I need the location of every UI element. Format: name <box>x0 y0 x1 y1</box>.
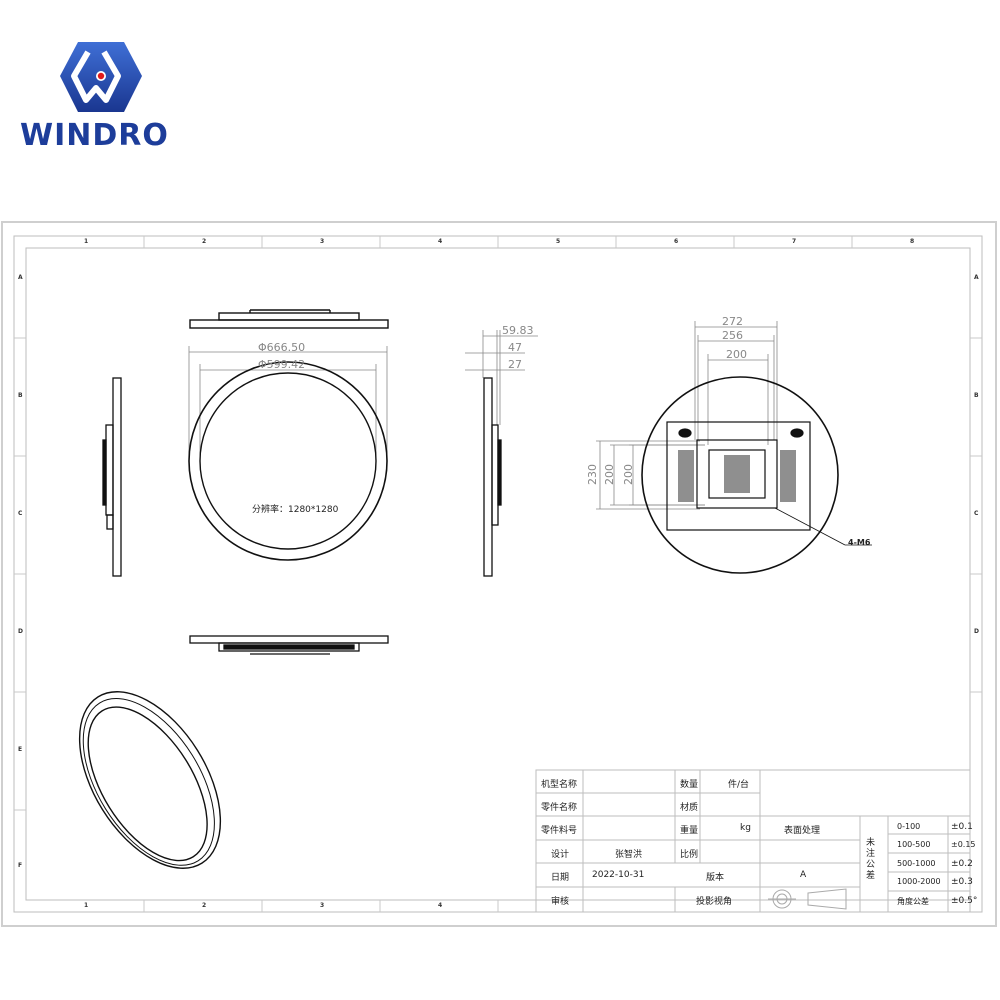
tb-tolerance-header: 未注公差 <box>866 838 876 881</box>
tb-quantity-unit: 件/台 <box>728 780 750 790</box>
tb-designer-value: 张智洪 <box>615 850 643 860</box>
zone-row-b: B <box>18 392 23 399</box>
tol-value-2: ±0.15 <box>951 840 976 849</box>
side-dim-47: 47 <box>508 341 522 354</box>
rear-dim-272: 272 <box>722 315 743 328</box>
zone-col-bottom-1: 1 <box>84 902 89 909</box>
tol-range-2: 100-500 <box>897 840 931 849</box>
side-dim-59-83: 59.83 <box>502 324 534 337</box>
projection-angle-icon <box>768 888 847 910</box>
right-side-view <box>465 330 538 577</box>
zone-col-8: 8 <box>910 238 915 245</box>
side-dim-27: 27 <box>508 358 522 371</box>
top-edge-view <box>189 309 389 329</box>
resolution-label: 分辨率：1280*1280 <box>252 505 339 515</box>
zone-col-bottom-3: 3 <box>320 902 325 909</box>
tb-version-value: A <box>800 870 807 880</box>
zone-row-d: D <box>18 628 23 635</box>
zone-row-c: C <box>18 510 23 517</box>
tb-weight-unit: kg <box>740 823 751 833</box>
brand-logo <box>18 38 183 153</box>
tb-design-label: 设计 <box>551 850 570 860</box>
zone-col-3: 3 <box>320 238 325 245</box>
zone-col-6: 6 <box>674 238 679 245</box>
tol-value-3: ±0.2 <box>951 859 973 869</box>
tb-model-name-label: 机型名称 <box>541 780 578 790</box>
tb-part-number-label: 零件料号 <box>541 826 578 836</box>
hexagon-w-logo-icon <box>60 42 142 112</box>
tb-material-label: 材质 <box>680 803 699 813</box>
tol-range-4: 1000-2000 <box>897 877 941 886</box>
zone-col-4: 4 <box>438 238 443 245</box>
rear-dim-200-b: 200 <box>622 464 635 485</box>
tb-projection-label: 投影视角 <box>696 897 733 907</box>
tb-date-label: 日期 <box>551 873 570 883</box>
zone-col-bottom-4: 4 <box>438 902 443 909</box>
zone-col-2: 2 <box>202 238 207 245</box>
zone-row-right-a: A <box>974 274 979 281</box>
left-side-view <box>102 377 122 577</box>
zone-row-e: E <box>18 746 23 753</box>
tol-value-4: ±0.3 <box>951 877 973 887</box>
rear-dim-230: 230 <box>586 464 599 485</box>
tb-quantity-label: 数量 <box>680 780 699 790</box>
tb-surface-treatment-label: 表面处理 <box>784 826 821 836</box>
hole-callout: 4-M6 <box>848 538 871 547</box>
zone-row-a: A <box>18 274 23 281</box>
tb-date-value: 2022-10-31 <box>592 870 645 880</box>
brand-name: WINDRO <box>20 118 169 153</box>
tol-range-1: 0-100 <box>897 822 921 831</box>
rear-dim-200: 200 <box>726 348 747 361</box>
title-block-grid <box>535 769 971 913</box>
zone-col-5: 5 <box>556 238 561 245</box>
zone-row-right-b: B <box>974 392 979 399</box>
tb-weight-label: 重量 <box>680 826 699 836</box>
tol-value-1: ±0.1 <box>951 822 973 832</box>
zone-col-1: 1 <box>84 238 89 245</box>
tol-range-3: 500-1000 <box>897 859 936 868</box>
rear-view <box>596 321 872 574</box>
zone-row-right-d: D <box>974 628 979 635</box>
tb-review-label: 审核 <box>551 897 570 907</box>
zone-col-bottom-2: 2 <box>202 902 207 909</box>
bottom-edge-view <box>189 635 389 655</box>
inner-diameter-dim: Φ599.42 <box>258 358 306 371</box>
isometric-view <box>78 691 222 869</box>
tb-part-name-label: 零件名称 <box>541 803 578 813</box>
tol-value-angle: ±0.5° <box>951 896 978 906</box>
zone-col-7: 7 <box>792 238 797 245</box>
outer-diameter-dim: Φ666.50 <box>258 341 306 354</box>
zone-row-f: F <box>18 862 23 869</box>
rear-dim-256: 256 <box>722 329 743 342</box>
front-view-ring <box>188 346 388 561</box>
tb-version-label: 版本 <box>706 873 725 883</box>
tol-range-angle: 角度公差 <box>897 897 929 906</box>
tb-scale-label: 比例 <box>680 850 699 860</box>
zone-row-right-c: C <box>974 510 979 517</box>
rear-dim-200-a: 200 <box>603 464 616 485</box>
